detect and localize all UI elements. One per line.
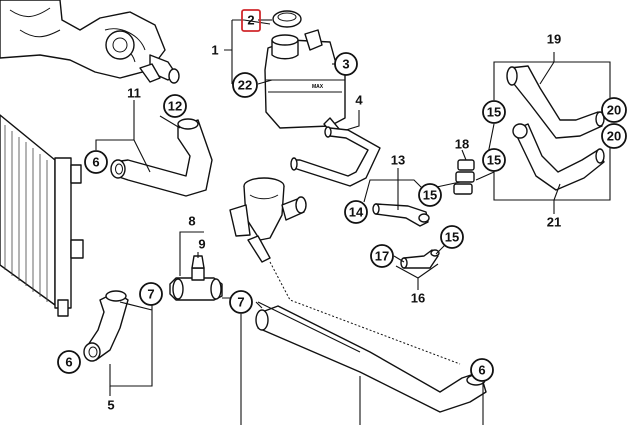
expansion-tank: MAX — [264, 29, 346, 137]
hose-4 — [290, 126, 381, 187]
fittings-18 — [453, 159, 475, 195]
radiator — [0, 114, 84, 317]
label-1: 1 — [211, 43, 218, 58]
hose-5 — [83, 290, 129, 362]
callout-15-center[interactable]: 15 — [418, 183, 442, 207]
svg-text:12: 12 — [168, 99, 182, 114]
label-5: 5 — [107, 398, 114, 413]
label-21: 21 — [547, 215, 561, 230]
label-9: 9 — [198, 237, 205, 252]
thermostat-housing — [229, 177, 307, 263]
svg-text:14: 14 — [349, 205, 364, 220]
callout-14[interactable]: 14 — [344, 200, 368, 224]
svg-text:20: 20 — [607, 129, 621, 144]
callout-15-right-upper[interactable]: 15 — [482, 100, 506, 124]
callout-15-lower[interactable]: 15 — [440, 225, 464, 249]
callout-17[interactable]: 17 — [370, 244, 394, 268]
label-8: 8 — [188, 214, 195, 229]
callout-20-upper[interactable]: 20 — [601, 97, 627, 123]
callout-7-left[interactable]: 7 — [139, 282, 163, 306]
svg-text:3: 3 — [342, 57, 349, 72]
callout-6-lower[interactable]: 6 — [57, 350, 81, 374]
hose-16 — [400, 249, 440, 269]
svg-text:20: 20 — [607, 103, 621, 118]
callout-22[interactable]: 22 — [232, 72, 258, 98]
callout-20-lower[interactable]: 20 — [601, 123, 627, 149]
svg-text:22: 22 — [238, 78, 252, 93]
tank-cap — [272, 10, 302, 28]
t-connector — [169, 255, 223, 301]
label-18: 18 — [455, 137, 469, 152]
label-13: 13 — [391, 153, 405, 168]
label-16: 16 — [411, 291, 425, 306]
label-19: 19 — [547, 32, 561, 47]
label-11: 11 — [127, 86, 141, 101]
svg-text:15: 15 — [423, 188, 437, 203]
hose-19 — [506, 65, 605, 139]
lower-radiator-hose — [255, 305, 487, 413]
hose-11 — [110, 118, 213, 197]
svg-text:7: 7 — [237, 295, 244, 310]
leader-lines — [95, 19, 611, 425]
tank-max-label: MAX — [312, 84, 324, 90]
svg-text:6: 6 — [65, 355, 72, 370]
callout-6-upper[interactable]: 6 — [84, 150, 108, 174]
callout-12[interactable]: 12 — [163, 94, 187, 118]
plain-labels: 1 4 11 13 16 18 19 21 8 9 5 — [107, 32, 561, 413]
label-4: 4 — [355, 93, 363, 108]
svg-text:15: 15 — [487, 105, 501, 120]
svg-text:15: 15 — [487, 153, 501, 168]
svg-text:6: 6 — [478, 363, 485, 378]
label-2: 2 — [247, 13, 254, 28]
water-pump-housing — [0, 0, 180, 84]
svg-text:7: 7 — [147, 287, 154, 302]
callout-3[interactable]: 3 — [334, 52, 358, 76]
hose-21 — [512, 123, 605, 191]
svg-text:15: 15 — [445, 230, 459, 245]
hose-14 — [372, 203, 430, 227]
callout-2-highlighted[interactable]: 2 — [241, 9, 261, 32]
callout-7-middle[interactable]: 7 — [229, 290, 253, 314]
svg-text:6: 6 — [92, 155, 99, 170]
callout-6-right[interactable]: 6 — [470, 358, 494, 382]
callout-15-right-lower[interactable]: 15 — [482, 148, 506, 172]
svg-text:17: 17 — [375, 249, 389, 264]
